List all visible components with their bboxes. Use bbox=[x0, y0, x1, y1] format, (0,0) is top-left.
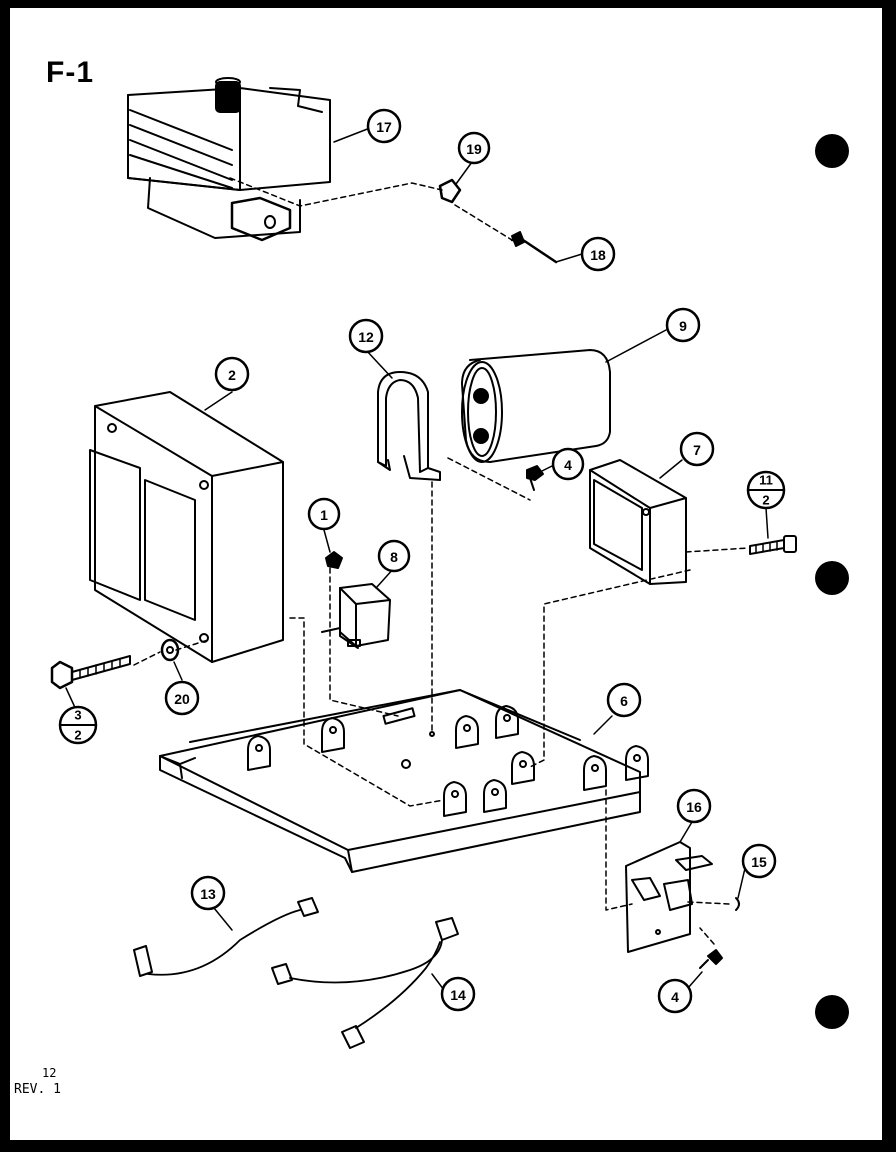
paper bbox=[10, 8, 882, 1140]
callout-4-upper: 4 bbox=[564, 457, 572, 473]
callout-3-2-denominator: 2 bbox=[74, 728, 81, 743]
callout-1: 1 bbox=[320, 507, 328, 523]
callout-19: 19 bbox=[466, 141, 482, 157]
callout-14: 14 bbox=[450, 987, 466, 1003]
small-screw-drawing bbox=[325, 551, 343, 569]
callout-7: 7 bbox=[693, 442, 701, 458]
callout-6: 6 bbox=[620, 693, 628, 709]
wire-harness-14-drawing bbox=[271, 917, 459, 1049]
callout-circles bbox=[58, 108, 786, 1014]
callout-4-lower: 4 bbox=[671, 989, 679, 1005]
capacitor-drawing bbox=[461, 349, 611, 463]
page-number: 12 bbox=[42, 1066, 57, 1080]
callout-11-2-denominator: 2 bbox=[762, 493, 769, 508]
fraction-bars bbox=[60, 489, 784, 726]
callout-11-2-numerator: 11 bbox=[759, 473, 773, 488]
callout-13: 13 bbox=[200, 886, 216, 902]
leader-lines bbox=[65, 127, 769, 991]
base-plate-tabs bbox=[247, 705, 649, 817]
callout-12: 12 bbox=[358, 329, 374, 345]
callout-3-2-numerator: 3 bbox=[74, 708, 81, 723]
screw-drawing bbox=[526, 465, 544, 481]
thermal-switch-drawing bbox=[321, 583, 391, 649]
callout-18: 18 bbox=[590, 247, 606, 263]
figure-label: F-1 bbox=[46, 56, 94, 89]
callout-2: 2 bbox=[228, 367, 236, 383]
punch-holes bbox=[815, 134, 849, 1029]
callout-17: 17 bbox=[376, 119, 392, 135]
transformer-drawing bbox=[89, 391, 284, 663]
callout-9: 9 bbox=[679, 318, 687, 334]
terminal-board-drawing bbox=[625, 841, 713, 953]
clip-and-pin-drawing bbox=[438, 178, 558, 264]
magnetron-drawing bbox=[127, 77, 331, 242]
callout-8: 8 bbox=[390, 549, 398, 565]
revision-label: REV. 1 bbox=[14, 1082, 61, 1097]
rectifier-drawing bbox=[589, 459, 687, 585]
dashed-leaders bbox=[133, 457, 749, 945]
callout-16: 16 bbox=[686, 799, 702, 815]
long-bolt-drawing bbox=[749, 535, 797, 555]
callout-15: 15 bbox=[751, 854, 767, 870]
bolt-and-washer-drawing bbox=[50, 638, 180, 690]
capacitor-bracket-drawing bbox=[377, 371, 441, 481]
wire-harness-13-drawing bbox=[133, 897, 319, 977]
callout-20: 20 bbox=[174, 691, 190, 707]
base-plate-drawing bbox=[159, 689, 641, 873]
